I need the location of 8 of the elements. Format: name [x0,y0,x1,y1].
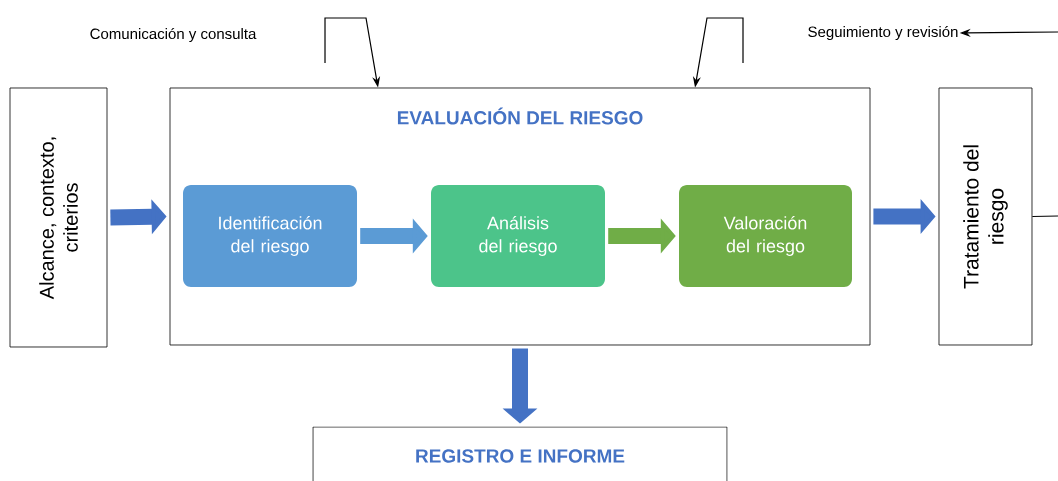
bare-text: Comunicación y consulta [90,27,257,43]
bare-text: Seguimiento y revisión [808,25,958,41]
process-box: Valoración del riesgo [679,185,852,287]
scope-box: Alcance, contexto, criterios [9,87,108,348]
process-box: Identificación del riesgo [183,185,357,287]
report-box: REGISTRO E INFORME [312,426,728,481]
process-box: Análisis del riesgo [431,185,605,287]
treatment-box: Tratamiento del riesgo [938,87,1033,346]
